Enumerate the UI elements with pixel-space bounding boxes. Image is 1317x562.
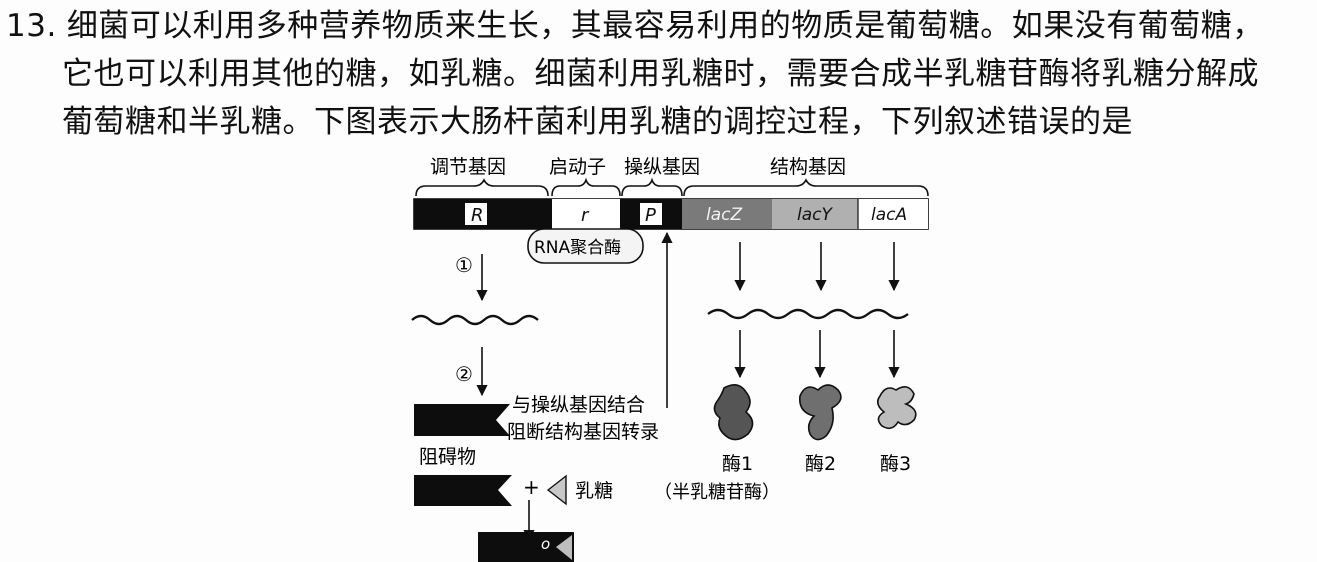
gene-lacA-label: lacA bbox=[871, 205, 907, 225]
enzyme2-shape bbox=[798, 384, 842, 441]
gene-r-segment bbox=[552, 199, 620, 229]
repressor-shape bbox=[414, 404, 510, 436]
gene-P-label: P bbox=[645, 205, 656, 226]
repressor-note-line-2: 阻断结构基因转录 bbox=[507, 421, 659, 443]
region-braces bbox=[415, 177, 929, 197]
repressor-label: 阻碍物 bbox=[419, 446, 476, 468]
rna-polymerase-shape bbox=[527, 228, 644, 264]
gene-lacZ-segment bbox=[682, 199, 772, 229]
gene-lacA-segment bbox=[858, 199, 928, 229]
lactose-label: 乳糖 bbox=[575, 480, 613, 502]
gene-lacY-label: lacY bbox=[797, 205, 833, 225]
complex-label: o bbox=[541, 535, 550, 553]
structural-mrna-wave bbox=[707, 308, 909, 320]
label-promoter: 启动子 bbox=[549, 156, 606, 178]
gene-R-label: R bbox=[471, 205, 484, 226]
repressor-note-line-1: 与操纵基因结合 bbox=[512, 394, 645, 416]
complex-lactose-part bbox=[556, 535, 572, 560]
question-text-1: 细菌可以利用多种营养物质来生长，其最容易利用的物质是葡萄糖。如果没有葡萄糖， bbox=[66, 8, 1264, 44]
repressor-shape-2 bbox=[414, 475, 512, 506]
question-line-1: 13.细菌可以利用多种营养物质来生长，其最容易利用的物质是葡萄糖。如果没有葡萄糖… bbox=[6, 6, 1264, 46]
lactose-shape bbox=[546, 474, 567, 506]
enzyme3-shape bbox=[876, 386, 917, 430]
plus-sign: + bbox=[523, 475, 540, 499]
enzyme3-label: 酶3 bbox=[880, 453, 911, 475]
enzyme1-label: 酶1 bbox=[722, 453, 753, 475]
step-2-marker: ② bbox=[455, 362, 473, 386]
question-line-2: 它也可以利用其他的糖，如乳糖。细菌利用乳糖时，需要合成半乳糖苷酶将乳糖分解成 bbox=[62, 56, 1259, 92]
label-operator-gene: 操纵基因 bbox=[624, 156, 700, 178]
enzyme1-note: （半乳糖苷酶） bbox=[654, 482, 780, 503]
enzyme2-label: 酶2 bbox=[805, 453, 836, 475]
step-1-marker: ① bbox=[455, 253, 473, 277]
question-line-3: 葡萄糖和半乳糖。下图表示大肠杆菌利用乳糖的调控过程，下列叙述错误的是 bbox=[62, 104, 1133, 140]
gene-lacY-segment bbox=[772, 199, 858, 229]
regulator-mrna-wave bbox=[411, 314, 539, 326]
gene-lacZ-label: lacZ bbox=[706, 205, 742, 225]
enzyme1-shape bbox=[713, 384, 754, 441]
label-structural-genes: 结构基因 bbox=[770, 156, 846, 178]
gene-r-label: r bbox=[581, 205, 590, 226]
label-regulator-gene: 调节基因 bbox=[430, 156, 506, 178]
question-number: 13. bbox=[6, 8, 57, 44]
rna-polymerase-label: RNA聚合酶 bbox=[534, 238, 621, 258]
